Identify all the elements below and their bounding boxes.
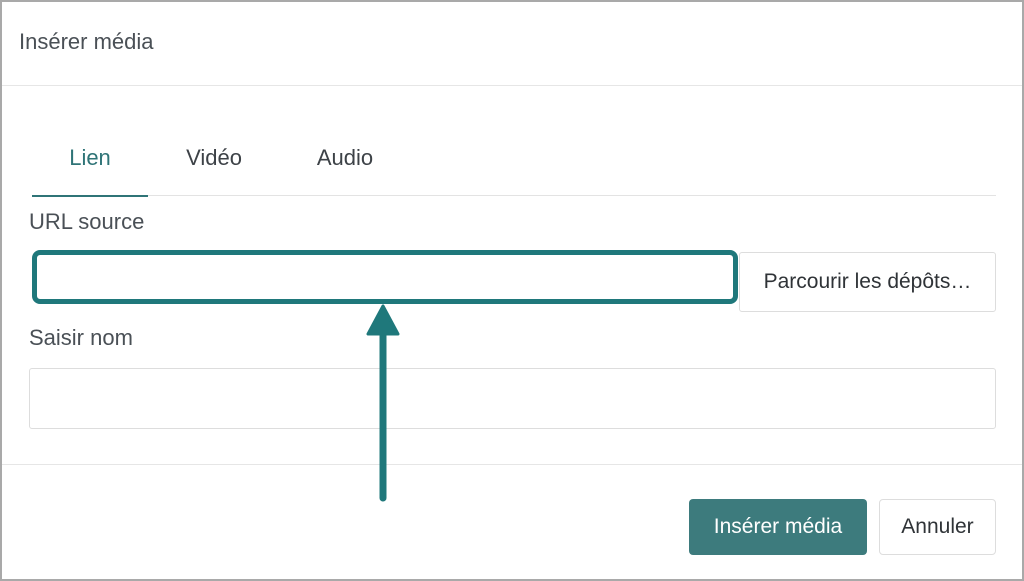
tab-audio[interactable]: Audio bbox=[316, 145, 374, 170]
dialog-title: Insérer média bbox=[19, 29, 154, 54]
footer-divider bbox=[2, 464, 1022, 465]
tab-lien[interactable]: Lien bbox=[32, 120, 148, 197]
cancel-button[interactable]: Annuler bbox=[879, 499, 996, 555]
name-input[interactable] bbox=[29, 368, 996, 429]
browse-repositories-button[interactable]: Parcourir les dépôts… bbox=[739, 252, 996, 312]
url-source-label: URL source bbox=[29, 209, 145, 234]
insert-media-button[interactable]: Insérer média bbox=[689, 499, 867, 555]
dialog-header: Insérer média bbox=[2, 2, 1022, 86]
url-source-input[interactable] bbox=[32, 250, 738, 304]
name-label: Saisir nom bbox=[29, 325, 133, 350]
tab-video[interactable]: Vidéo bbox=[186, 145, 242, 170]
media-tabs: Lien Vidéo Audio bbox=[32, 120, 996, 197]
